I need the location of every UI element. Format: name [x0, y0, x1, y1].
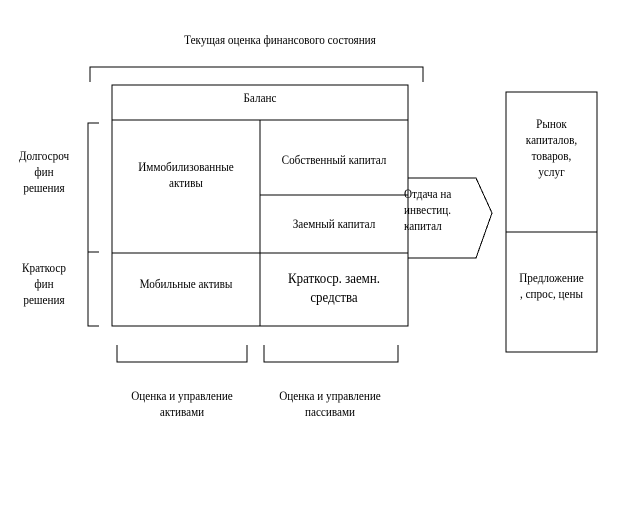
- assets-bracket: [116, 345, 248, 363]
- market-label: Рынок капиталов, товаров, услуг: [525, 116, 578, 179]
- market-box-border: [505, 91, 598, 353]
- return-on-capital-label: Отдача на инвестиц. капитал: [404, 186, 452, 233]
- equity-label: Собственный капитал: [281, 152, 387, 167]
- balance-header: Баланс: [243, 90, 277, 105]
- supply-demand-label: Предложение , спрос, цены: [519, 270, 584, 301]
- short-term-borrowings-label: Краткоср. заемн. средства: [288, 271, 380, 306]
- liabilities-management-label: Оценка и управление пассивами: [279, 388, 381, 419]
- immobilized-assets-label: Иммобилизованные активы: [138, 159, 234, 190]
- diagram-title: Текущая оценка финансового состояния: [184, 32, 376, 47]
- assets-management-label: Оценка и управление активами: [131, 388, 233, 419]
- mobile-assets-label: Мобильные активы: [139, 276, 233, 291]
- borrowed-capital-label: Заемный капитал: [292, 216, 376, 231]
- liabilities-bracket: [263, 345, 399, 363]
- long-term-decisions-label: Долгосроч фин решения: [18, 148, 70, 195]
- left-bracket: [87, 122, 99, 327]
- return-arrow: [408, 177, 493, 259]
- short-term-decisions-label: Краткоср фин решения: [22, 260, 66, 307]
- top-bracket: [89, 66, 424, 82]
